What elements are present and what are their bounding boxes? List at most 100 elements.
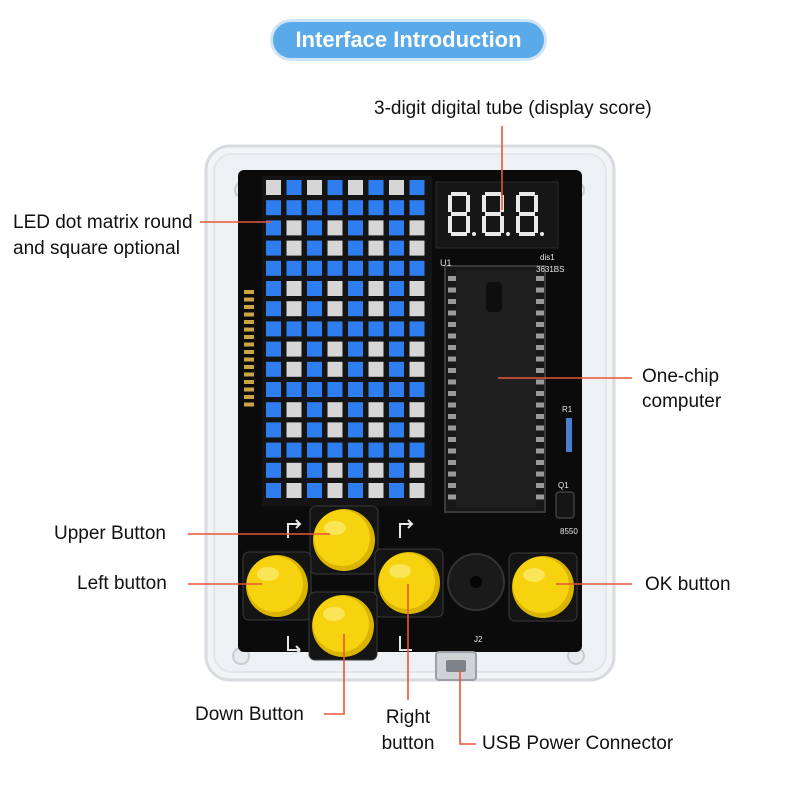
label-one-chip-line2: computer — [642, 391, 722, 412]
pcb-mark-j2: J2 — [474, 635, 483, 644]
led-dot — [327, 260, 343, 276]
callout-line-down — [324, 634, 345, 715]
led-dot — [286, 200, 302, 216]
transistor-q1 — [555, 491, 575, 519]
led-dot — [327, 442, 343, 458]
led-dot — [348, 321, 363, 337]
led-dot — [307, 200, 322, 216]
pcb-mark-dis-part: 3631BS — [536, 265, 564, 274]
ok-button[interactable] — [513, 557, 569, 613]
led-dot — [307, 422, 322, 438]
led-dot — [327, 321, 343, 337]
led-dot — [389, 220, 404, 236]
led-dot — [409, 462, 425, 478]
chip-pin — [448, 333, 456, 339]
led-dot — [409, 422, 425, 438]
led-dot — [348, 220, 363, 236]
led-dot — [409, 321, 425, 337]
led-dot — [266, 321, 281, 337]
upper-button[interactable] — [314, 510, 370, 566]
led-dot — [389, 462, 404, 478]
led-dot — [286, 281, 302, 296]
chip-pin — [536, 299, 544, 304]
chip-pin — [448, 494, 456, 500]
led-dot — [368, 462, 384, 478]
led-dot — [286, 260, 302, 276]
chip-pin — [536, 379, 544, 385]
led-dot — [307, 361, 322, 377]
led-dot — [307, 281, 322, 296]
segment — [485, 232, 501, 236]
usb-socket — [446, 660, 466, 672]
down-button[interactable] — [313, 596, 369, 652]
header-pin — [244, 395, 254, 399]
led-dot — [368, 361, 384, 377]
led-dot — [348, 240, 363, 256]
label-right-button-line1: Right — [385, 707, 431, 728]
led-dot — [409, 180, 425, 195]
chip-pin — [536, 276, 544, 281]
pcb-mark-q1: Q1 — [558, 481, 569, 490]
label-one-chip-line1: One-chip — [642, 366, 720, 387]
segment — [516, 216, 520, 233]
led-dot — [409, 260, 425, 276]
led-dot — [266, 240, 281, 256]
led-dot — [368, 483, 384, 498]
chip-pin — [448, 276, 456, 281]
led-dot — [286, 462, 302, 478]
header-pin — [244, 402, 254, 407]
led-dot — [348, 462, 363, 478]
led-dot — [327, 462, 343, 478]
led-dot — [266, 180, 281, 195]
led-dot — [409, 200, 425, 216]
led-dot — [327, 361, 343, 377]
decimal-point — [540, 232, 544, 236]
chip-pin — [536, 356, 544, 362]
header-pin — [244, 320, 254, 324]
right-button-highlight — [389, 564, 411, 578]
chip-pin — [448, 368, 456, 373]
chip-pin — [536, 483, 544, 488]
chip-pin — [536, 460, 544, 465]
led-dot — [307, 402, 322, 418]
led-dot — [409, 483, 425, 498]
led-dot — [389, 301, 404, 317]
led-dot — [368, 422, 384, 438]
led-dot — [307, 321, 322, 337]
led-dot — [266, 361, 281, 377]
led-dot — [389, 281, 404, 296]
led-dot — [389, 321, 404, 337]
led-dot — [389, 361, 404, 377]
led-dot — [389, 402, 404, 418]
label-right-button-line2: button — [381, 733, 435, 754]
led-dot — [286, 321, 302, 337]
decimal-point — [506, 232, 510, 236]
led-dot — [266, 483, 281, 498]
led-dot — [266, 341, 281, 357]
led-dot — [409, 402, 425, 418]
led-dot — [368, 321, 384, 337]
led-dot — [286, 240, 302, 256]
led-dot — [307, 382, 322, 397]
chip-pin — [536, 425, 544, 431]
chip-pin — [448, 287, 456, 293]
left-button-highlight — [257, 567, 279, 581]
led-dot — [409, 301, 425, 317]
label-led-matrix-line1: LED dot matrix round — [13, 212, 193, 233]
led-dot — [286, 422, 302, 438]
chip-pin — [536, 391, 544, 396]
led-dot — [266, 462, 281, 478]
chip-pin — [448, 356, 456, 362]
led-dot — [266, 402, 281, 418]
ok-button-highlight — [523, 568, 545, 582]
led-dot — [348, 422, 363, 438]
chip-pin — [448, 483, 456, 488]
right-button[interactable] — [379, 553, 435, 609]
label-led-matrix-line2: and square optional — [13, 238, 180, 259]
arrow-mark — [399, 519, 414, 538]
led-dot — [327, 180, 343, 195]
led-dot — [348, 382, 363, 397]
led-dot — [368, 200, 384, 216]
led-dot — [307, 180, 322, 195]
chip-pin — [536, 402, 544, 408]
